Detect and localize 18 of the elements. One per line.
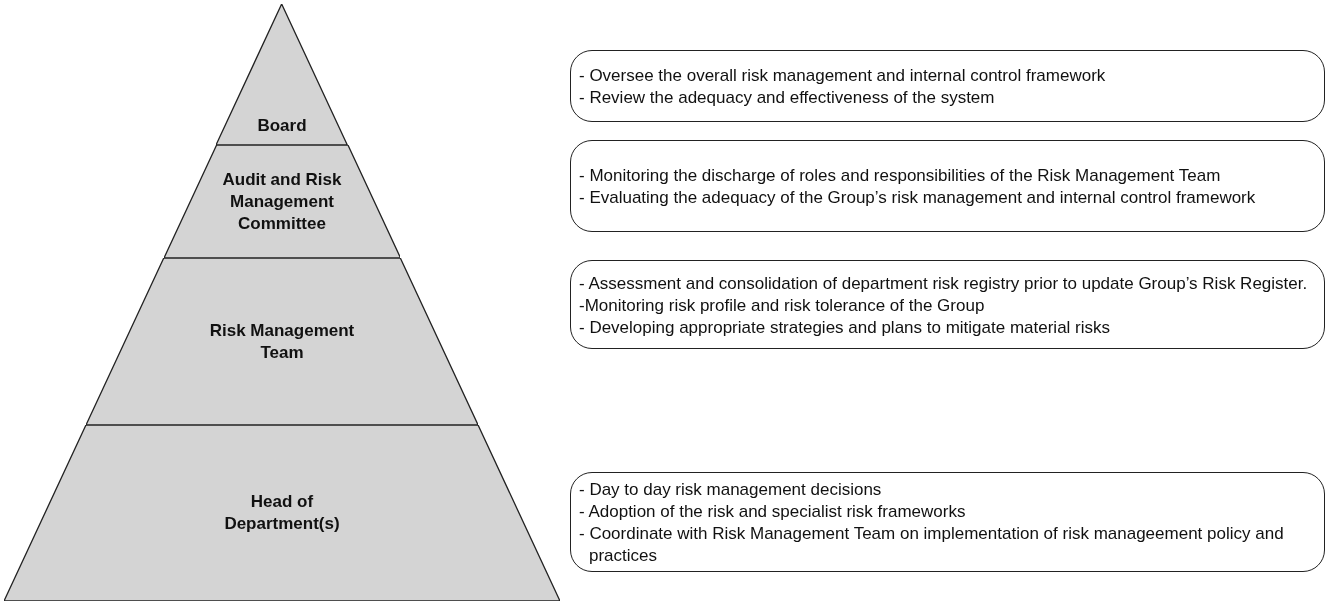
- tier-label: Risk Management Team: [208, 319, 356, 364]
- bullet-text: - Evaluating the adequacy of the Group’s risk management and internal control framework: [579, 187, 1257, 209]
- tier-label: Audit and Risk Management Committee: [221, 168, 343, 235]
- bullet-text: - Coordinate with Risk Management Team on implementation of risk manageement policy and practices: [579, 523, 1285, 567]
- description-box: [570, 140, 1325, 232]
- description-box: [570, 472, 1325, 572]
- bullet-text: - Adoption of the risk and specialist risk frameworks: [579, 501, 967, 523]
- tier-label: Head of Department(s): [223, 491, 341, 535]
- bullet-text: - Review the adequacy and effectiveness of the system: [579, 87, 996, 109]
- bullet-text: - Day to day risk management decisions: [579, 479, 883, 501]
- bullet-text: - Developing appropriate strategies and plans to mitigate material risks: [579, 316, 1112, 339]
- bullet-text: -Monitoring risk profile and risk tolerance of the Group: [579, 294, 986, 317]
- bullet-text: - Oversee the overall risk management and internal control framework: [579, 65, 1107, 87]
- tier-label: Board: [256, 115, 308, 137]
- bullet-text: - Assessment and consolidation of department risk registry prior to update Group’s Risk Register.: [579, 272, 1309, 295]
- bullet-text: - Monitoring the discharge of roles and responsibilities of the Risk Management Team: [579, 165, 1222, 187]
- description-box: [570, 260, 1325, 349]
- description-box: [570, 50, 1325, 122]
